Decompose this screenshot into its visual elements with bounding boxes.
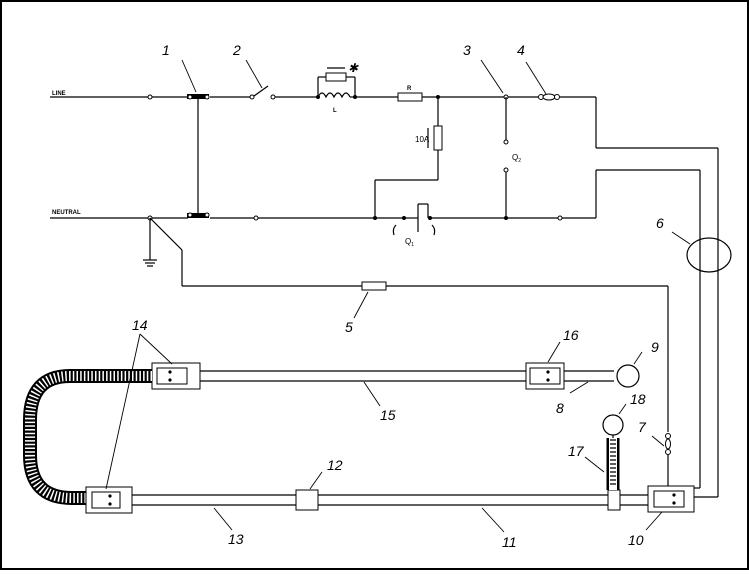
fuse-label: 10A: [415, 135, 430, 144]
lamp-9: [616, 364, 640, 388]
callout-7: 7: [638, 419, 647, 435]
lamp-18: [602, 414, 624, 436]
leader-4: [525, 61, 547, 95]
callout-17: 17: [568, 443, 585, 459]
relay-q1: [392, 203, 436, 236]
leader-8: [569, 381, 589, 394]
tee-fitting: [606, 438, 621, 511]
leader-10: [645, 511, 663, 531]
callout-1: 1: [162, 42, 170, 58]
leader-12: [309, 471, 323, 490]
callout-8: 8: [556, 400, 564, 416]
leader-13: [213, 507, 233, 531]
resistor-label: R: [407, 86, 412, 92]
callout-15: 15: [380, 407, 396, 423]
leader-5: [353, 291, 369, 319]
line-fuse: [538, 93, 560, 101]
leader-1: [181, 59, 197, 93]
callout-18: 18: [630, 391, 646, 407]
neutral-terminal: [253, 215, 259, 221]
fitting-upper-right: [525, 362, 565, 390]
leader-2: [245, 59, 263, 89]
fuse-10a: [374, 95, 443, 218]
leader-14b: [105, 333, 141, 490]
fitting-upper-left: [151, 362, 201, 390]
leader-11: [481, 507, 505, 533]
neutral-wire: [50, 169, 701, 489]
flexible-hose: [23, 369, 152, 505]
neutral-terminal: [557, 215, 563, 221]
leader-6: [671, 231, 691, 245]
q1-label: Q1: [405, 237, 414, 248]
junction: [373, 216, 377, 220]
current-sensor: [686, 237, 732, 273]
single-switch: [249, 85, 276, 100]
callout-13: 13: [228, 531, 244, 547]
callout-3: 3: [463, 42, 471, 58]
upper-pipe: [200, 370, 614, 382]
fitting-lower-left: [85, 486, 133, 514]
line-wire: [50, 96, 719, 498]
callout-9: 9: [651, 339, 659, 355]
leader-7: [651, 435, 665, 447]
leader-18: [618, 403, 627, 415]
neutral-label: NEUTRAL: [52, 210, 81, 216]
terminal: [147, 94, 153, 100]
callout-5: 5: [345, 319, 353, 335]
q2-label: Q2: [512, 153, 521, 164]
callout-2: 2: [232, 42, 241, 58]
inductor: [316, 67, 357, 99]
small-hose-ribs: [610, 439, 616, 485]
relay-q2: [503, 94, 509, 218]
callout-14: 14: [132, 317, 148, 333]
callout-4: 4: [517, 42, 525, 58]
star-mark: ✱: [348, 61, 359, 75]
callout-12: 12: [327, 457, 343, 473]
leader-15: [363, 381, 381, 407]
fitting-lower-right: [647, 485, 695, 513]
double-pole-switch: [187, 94, 210, 218]
lower-pipe: [132, 494, 652, 506]
ground-symbol: [143, 217, 669, 432]
callout-6: 6: [656, 215, 664, 231]
leader-9: [633, 351, 643, 365]
inductor-label: L: [333, 108, 337, 114]
leader-3: [480, 59, 504, 94]
leader-17: [584, 456, 605, 473]
leader-14a: [139, 333, 173, 365]
leader-16: [547, 341, 561, 363]
earth-fuse: [665, 433, 671, 488]
resistor: [397, 92, 423, 102]
line-label: LINE: [52, 91, 66, 97]
earth-resistor: [361, 281, 387, 291]
junction: [504, 216, 508, 220]
callout-10: 10: [628, 532, 644, 548]
callout-11: 11: [502, 534, 517, 550]
callout-16: 16: [563, 327, 579, 343]
coupling-12: [295, 489, 319, 511]
